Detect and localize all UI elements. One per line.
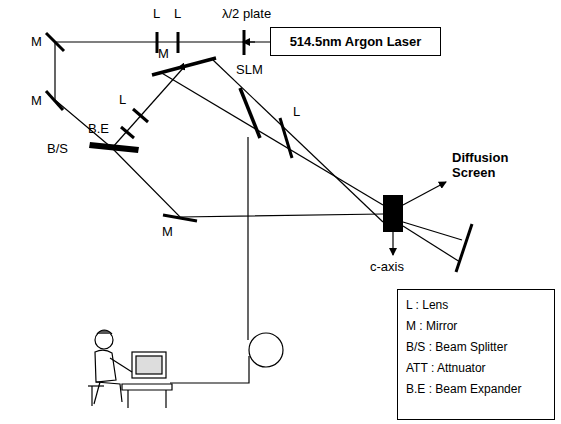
axis-label: c-axis [370,259,404,274]
beam-expander [121,127,134,138]
part-label: L [174,6,181,21]
c-axis-arrow [392,232,393,255]
cable [247,137,248,340]
laser-box: 514.5nm Argon Laser [270,27,441,56]
legend-entry: B.E : Beam Expander [406,382,546,397]
beam [112,66,185,148]
part-label: B.E [88,121,109,136]
legend-box: L : Lens M : MirrorB/S : Beam SplitterATT… [397,289,555,420]
box-text: 514.5nm Argon Laser [290,34,422,49]
diffusion-screen [456,224,472,272]
mirror [163,215,197,221]
part-label: L [293,104,300,119]
laser-beam [55,42,270,148]
mirror [46,33,64,51]
part-label: M [158,46,169,61]
screen-label: Diffusion Screen [452,150,527,180]
crystal [383,195,403,232]
output-arrow [403,182,446,205]
lens [133,109,148,122]
beam-splitter [89,142,139,153]
part-label: SLM [236,62,263,77]
legend-entry: ATT : Attnuator [406,361,546,376]
part-label: M [162,224,173,239]
slm [240,88,260,138]
part-label: L [119,92,126,107]
part-label: L [153,6,160,21]
beam [160,72,383,205]
cable-loop [249,333,283,367]
part-label: M [31,93,42,108]
half-wave-plate [243,30,246,55]
operator-figure [88,330,172,408]
lens [177,32,180,53]
beam [213,60,383,222]
part-label: λ/2 plate [222,6,271,21]
cable [170,356,249,383]
lens [280,118,292,158]
legend-entry: M : Mirror [406,319,546,334]
legend-entry: L : Lens [406,298,546,313]
beam [403,226,460,262]
legend-entry: B/S : Beam Splitter [406,340,546,355]
part-label: B/S [47,141,68,156]
mirror [46,91,63,110]
part-label: M [31,34,42,49]
